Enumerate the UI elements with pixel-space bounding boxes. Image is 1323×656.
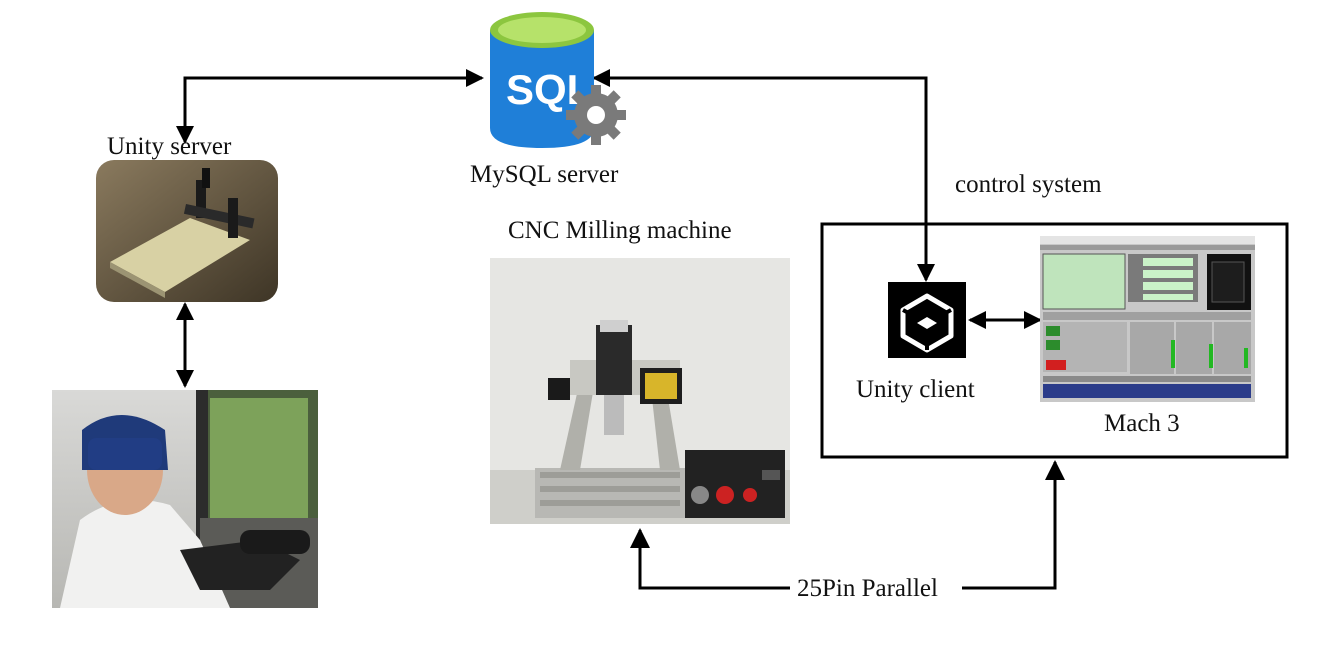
edge-label-parallel: 25Pin Parallel: [797, 575, 938, 602]
unity-server-render-image: [96, 160, 278, 302]
mysql-server-label: MySQL server: [470, 161, 619, 188]
edge-control-arrowhead: [1045, 460, 1065, 480]
edge-cnc-arrowhead: [630, 528, 650, 548]
unity-server-label: Unity server: [107, 133, 232, 160]
unity-logo-icon: [888, 282, 966, 358]
gear-icon: [566, 85, 626, 145]
mach3-label: Mach 3: [1104, 410, 1180, 437]
mach3-screenshot: [1040, 236, 1255, 402]
edge-unityserver-mysql: [176, 69, 484, 144]
control-system-label: control system: [955, 171, 1102, 198]
edge-mysql-unityclient: [592, 69, 935, 282]
cnc-machine-label: CNC Milling machine: [508, 217, 732, 244]
cnc-machine-photo: [490, 258, 790, 524]
unity-client-label: Unity client: [856, 376, 975, 403]
vr-user-photo: [52, 390, 318, 608]
control-system-box: [820, 222, 1289, 459]
edge-cnc-control: [638, 462, 1057, 590]
